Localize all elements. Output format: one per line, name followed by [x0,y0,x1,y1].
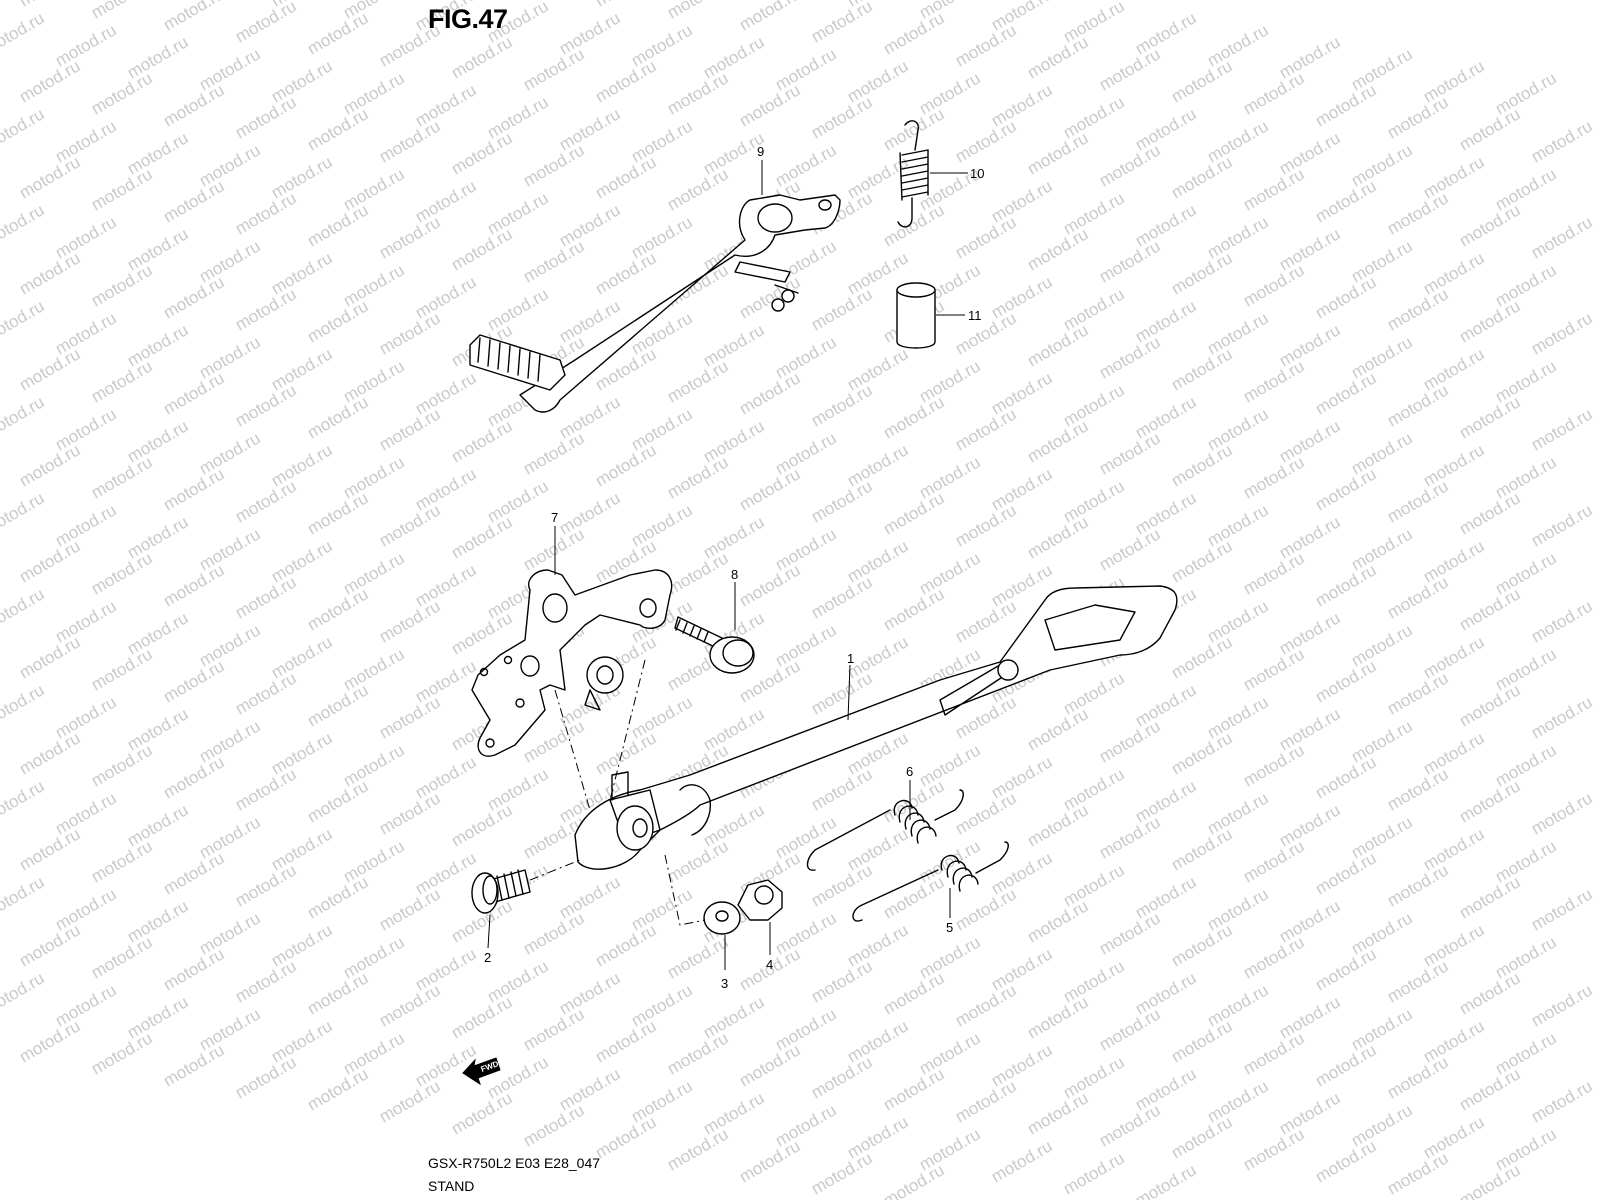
assembly-lines [529,659,706,926]
part-1-side-stand[interactable] [574,585,1178,870]
callout-10: 10 [970,166,984,181]
part-9-shift-lever[interactable] [469,194,841,413]
part-6-spring[interactable] [806,789,964,871]
callout-11: 11 [968,308,982,323]
callout-1: 1 [847,651,854,666]
model-code: GSX-R750L2 E03 E28_047 [428,1155,601,1171]
callout-6: 6 [906,764,913,779]
fwd-arrow-icon: FWD [462,1057,501,1086]
figure-title: FIG.47 [428,4,508,34]
part-2-pivot-bolt[interactable] [471,869,531,914]
part-3-washer[interactable] [703,901,741,935]
callout-8: 8 [731,567,738,582]
callout-5: 5 [946,920,953,935]
callout-2: 2 [484,950,491,965]
figure-caption: STAND [428,1178,475,1194]
callout-4: 4 [766,957,773,972]
leader-lines [487,160,968,970]
callout-9: 9 [757,144,764,159]
part-4-nut[interactable] [737,879,783,921]
part-7-stand-bracket[interactable] [471,569,673,757]
part-5-spring[interactable] [852,841,1009,922]
callout-7: 7 [551,510,558,525]
callout-3: 3 [721,976,728,991]
part-8-bolt[interactable] [674,616,755,674]
part-10-spring[interactable] [897,120,929,228]
part-11-collar[interactable] [896,282,936,349]
